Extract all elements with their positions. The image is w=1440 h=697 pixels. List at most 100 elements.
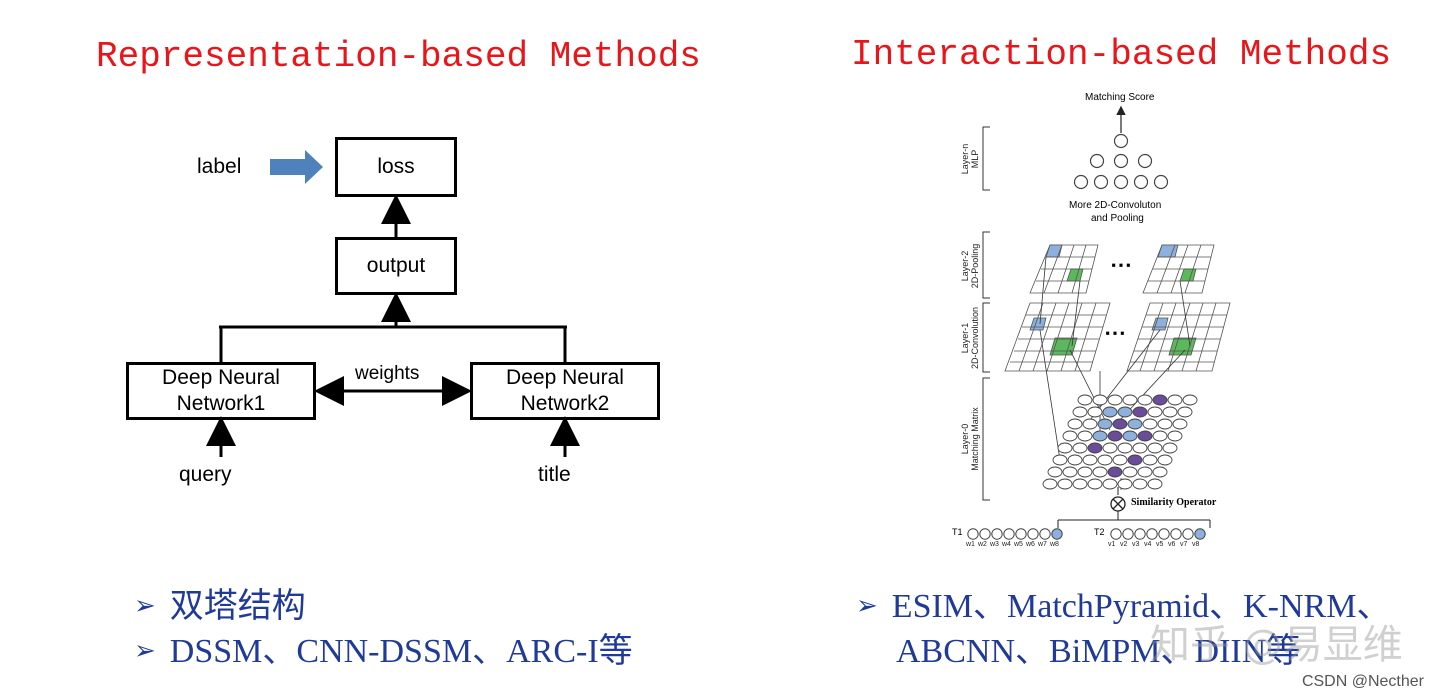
matrix-cell (1087, 406, 1103, 418)
token-node (1194, 528, 1206, 540)
loss-label: loss (377, 154, 415, 178)
matrix-cell (1052, 454, 1068, 466)
bullet-arrow-icon: ➢ (856, 591, 878, 620)
right-bullet-2: ABCNN、BiMPM、DIIN等 (896, 623, 1300, 672)
matrix-cell (1117, 406, 1133, 418)
matrix-cell (1112, 418, 1128, 430)
token-node (1003, 528, 1015, 540)
conv-grid-right (1126, 302, 1231, 372)
token-label: w6 (1026, 541, 1035, 548)
bullet-arrow-icon: ➢ (134, 591, 156, 620)
matrix-cell (1087, 478, 1103, 490)
token-node (1051, 528, 1063, 540)
matrix-cell (1152, 430, 1168, 442)
dnn1-line1: Deep Neural (162, 365, 280, 389)
matrix-cell (1062, 430, 1078, 442)
ellipsis-mid: ⋯ (1104, 320, 1126, 345)
token-label: w7 (1038, 541, 1047, 548)
matrix-cell (1077, 394, 1093, 406)
dnn1-line2: Network1 (176, 392, 266, 415)
matrix-cell (1132, 478, 1148, 490)
conv-grid-left (1004, 302, 1111, 372)
weights-label: weights (355, 363, 420, 384)
matrix-cell (1137, 466, 1153, 478)
token-node (979, 528, 991, 540)
matrix-cell (1137, 430, 1153, 442)
matrix-cell (1122, 394, 1138, 406)
token-label: v1 (1108, 541, 1116, 548)
t2-label: T2 (1094, 527, 1105, 537)
matrix-cell (1082, 454, 1098, 466)
pooling-grid-left (1029, 244, 1099, 294)
query-label: query (179, 463, 232, 486)
matrix-cell (1107, 466, 1123, 478)
token-label: v8 (1192, 541, 1200, 548)
matrix-cell (1102, 442, 1118, 454)
similarity-operator-label: Similarity Operator (1131, 497, 1217, 508)
matrix-cell (1142, 418, 1158, 430)
right-bullet-1-text: ESIM、MatchPyramid、K-NRM、 (891, 588, 1391, 625)
t2-tokens (1110, 528, 1206, 540)
matrix-cell (1057, 478, 1073, 490)
output-label: output (366, 253, 426, 277)
matrix-cell (1147, 442, 1163, 454)
title-input-label: title (538, 463, 571, 486)
more-conv-line2: and Pooling (1091, 213, 1144, 224)
matrix-cell (1072, 442, 1088, 454)
matrix-cell (1067, 454, 1083, 466)
matrix-cell (1152, 466, 1168, 478)
matrix-cell (1042, 478, 1058, 490)
token-node (1027, 528, 1039, 540)
token-label: w1 (966, 541, 975, 548)
token-label: v6 (1168, 541, 1176, 548)
token-label: v4 (1144, 541, 1152, 548)
matrix-cell (1077, 430, 1093, 442)
matrix-cell (1067, 418, 1083, 430)
token-node (1170, 528, 1182, 540)
csdn-watermark: CSDN @Necther (1301, 673, 1424, 690)
matrix-cell (1162, 442, 1178, 454)
token-node (1182, 528, 1194, 540)
loss-node: loss (335, 137, 457, 197)
matrix-cell (1142, 454, 1158, 466)
matrix-cell (1072, 406, 1088, 418)
right-title: Interaction-based Methods (851, 34, 1392, 75)
token-node (1134, 528, 1146, 540)
matrix-cell (1162, 406, 1178, 418)
matrix-cell (1092, 466, 1108, 478)
token-node (1039, 528, 1051, 540)
ellipsis-top: ⋯ (1110, 252, 1132, 277)
matrix-cell (1077, 466, 1093, 478)
left-bullet-1: ➢ 双塔结构 (134, 578, 306, 627)
label-arrow-icon (270, 150, 323, 184)
matrix-cell (1117, 442, 1133, 454)
matrix-cell (1062, 466, 1078, 478)
token-label: w5 (1014, 541, 1023, 548)
right-bullet-2-text: ABCNN、BiMPM、DIIN等 (896, 633, 1301, 670)
matrix-cell (1092, 430, 1108, 442)
layer-1-label: Layer-1 2D-Convolution (960, 306, 980, 370)
matrix-cell (1147, 406, 1163, 418)
zhihu-watermark: 知乎 @易显维 (1150, 622, 1403, 668)
matrix-cell (1122, 430, 1138, 442)
token-label: v3 (1132, 541, 1140, 548)
label-text: label (197, 155, 242, 178)
matrix-cell (1097, 454, 1113, 466)
matrix-cell (1117, 478, 1133, 490)
bullet-arrow-icon: ➢ (134, 636, 156, 665)
t1-tokens (967, 528, 1063, 540)
matrix-cell (1172, 418, 1188, 430)
matrix-cell (1167, 394, 1183, 406)
matching-matrix (1042, 394, 1198, 490)
token-label: w3 (990, 541, 999, 548)
pooling-grid-right (1142, 244, 1215, 294)
matrix-cell (1122, 466, 1138, 478)
matching-score-label: Matching Score (1085, 92, 1155, 103)
layer-2-label: Layer-2 2D-Pooling (960, 243, 980, 289)
token-label: v2 (1120, 541, 1128, 548)
left-bullet-1-text: 双塔结构 (169, 588, 306, 625)
token-node (1015, 528, 1027, 540)
